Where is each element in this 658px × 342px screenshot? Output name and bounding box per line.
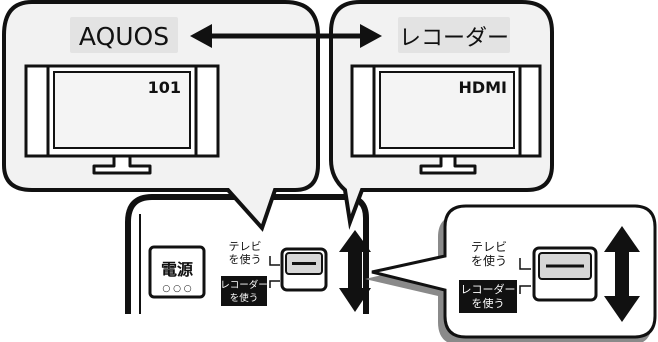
zoom-recorder-mode-label: レコーダー を使う [459, 280, 517, 313]
recorder-mode-label-line1: レコーダー [220, 279, 268, 291]
zoom-recorder-position-tick [519, 285, 531, 294]
zoom-recorder-mode-label-line1: レコーダー [461, 282, 516, 296]
aquos-panel: AQUOS 101 [1, 0, 320, 232]
recorder-tv-icon: HDMI [350, 64, 542, 175]
power-indicator-dots: ○ ○ ○ [162, 284, 191, 294]
aquos-tv-speaker-right [192, 64, 220, 158]
recorder-tv-speaker-left [350, 64, 378, 158]
switch-direction-arrow [190, 24, 382, 48]
recorder-tv-stand [419, 154, 477, 175]
zoom-tv-mode-label-line2: を使う [471, 253, 507, 268]
recorder-input-display: HDMI [458, 78, 507, 97]
tv-position-tick [269, 256, 280, 266]
recorder-label: レコーダー [399, 26, 509, 51]
recorder-mode-label: レコーダー を使う [220, 276, 268, 306]
zoom-switch-updown-arrow [604, 226, 640, 322]
tv-mode-label-line2: を使う [229, 253, 262, 266]
switch-direction-arrow-left-head [190, 24, 212, 48]
aquos-tv-screen [53, 71, 191, 149]
aquos-tv-stand [92, 154, 152, 175]
zoom-tv-position-tick [519, 258, 531, 270]
power-button-label: 電源 [161, 260, 193, 279]
recorder-panel: レコーダー HDMI [329, 0, 554, 230]
zoom-mode-slide-switch [532, 246, 598, 302]
recorder-label-box [398, 17, 510, 53]
zoom-callout-bubble [371, 204, 657, 339]
aquos-label: AQUOS [79, 22, 169, 51]
switch-direction-arrow-right-head [360, 24, 382, 48]
aquos-tv-icon: 101 [24, 64, 220, 175]
aquos-channel-display: 101 [148, 78, 181, 97]
remote-control: 電源 ○ ○ ○ テレビ を使う レコーダー を使う [125, 194, 371, 314]
aquos-tv-speaker-left [24, 64, 52, 158]
zoom-tv-mode-label-line1: テレビ [471, 240, 507, 254]
zoom-recorder-mode-label-line2: を使う [472, 297, 505, 310]
switch-zoom-callout: テレビ を使う レコーダー を使う [365, 204, 657, 342]
recorder-position-tick [269, 280, 280, 288]
recorder-tv-screen [379, 71, 515, 149]
tv-mode-label-line1: テレビ [229, 240, 262, 253]
power-button[interactable]: 電源 ○ ○ ○ [148, 245, 206, 299]
recorder-mode-label-line2: を使う [230, 292, 259, 304]
aquos-label-box [70, 17, 178, 53]
mode-slide-switch[interactable] [280, 247, 328, 292]
switch-updown-arrow [339, 230, 371, 312]
